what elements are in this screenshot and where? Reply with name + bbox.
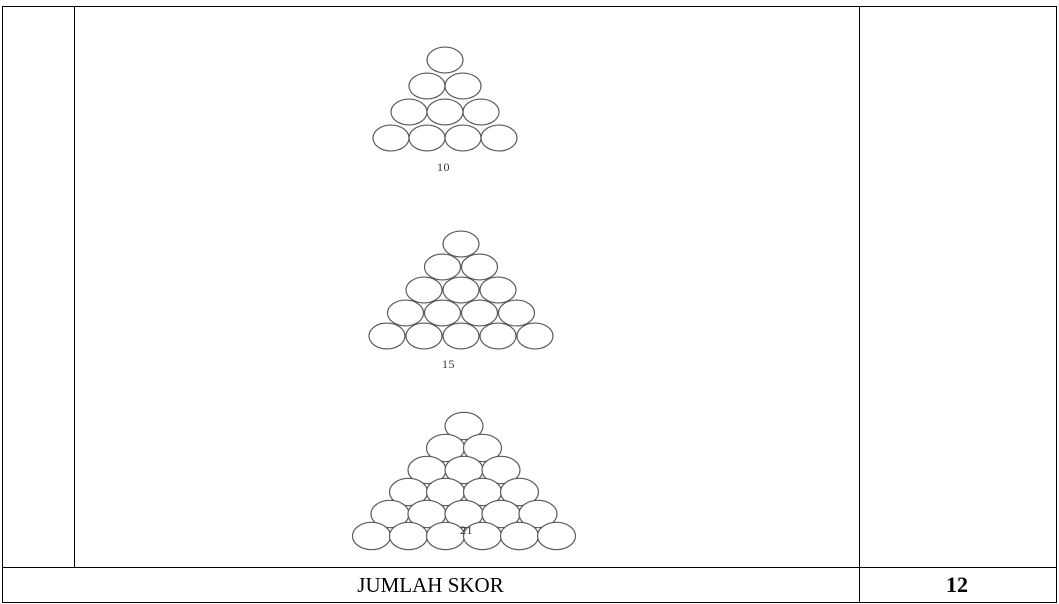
circle-token (386, 299, 425, 327)
circle-token (423, 299, 462, 327)
circle-token (499, 477, 540, 507)
circle-token (405, 276, 443, 304)
total-score-value: 12 (946, 572, 968, 597)
table-top-border (2, 6, 1057, 7)
inner-column-divider (74, 6, 75, 568)
total-score-label: JUMLAH SKOR (357, 572, 504, 597)
circle-token (480, 124, 518, 152)
table-left-border (2, 6, 3, 603)
circle-token (516, 322, 554, 350)
circle-token (499, 521, 540, 551)
circle-token (444, 72, 482, 100)
score-column-divider (859, 6, 860, 603)
circle-token (460, 253, 499, 281)
circle-token (536, 521, 577, 551)
circle-token (368, 322, 406, 350)
figure-label: 10 (437, 160, 450, 174)
circle-token (388, 521, 429, 551)
circle-token (479, 276, 517, 304)
circle-token (442, 322, 480, 350)
circle-token (518, 499, 558, 529)
circle-token (351, 521, 392, 551)
circle-token (442, 276, 480, 304)
circle-token (442, 230, 480, 258)
circle-token (479, 322, 517, 350)
footer-top-border (2, 567, 1057, 568)
circle-token (462, 433, 503, 463)
circle-token (423, 253, 462, 281)
circle-token (481, 455, 521, 485)
figure-label: 15 (442, 357, 455, 371)
circle-token (462, 98, 500, 126)
table-bottom-border (2, 602, 1057, 603)
circle-token (460, 299, 499, 327)
circle-token (425, 521, 466, 551)
circle-token (444, 411, 484, 441)
circle-token (405, 322, 443, 350)
circle-token (426, 46, 464, 74)
table-right-border (1056, 6, 1057, 603)
circle-token (497, 299, 536, 327)
figure-label: 21 (460, 523, 473, 537)
